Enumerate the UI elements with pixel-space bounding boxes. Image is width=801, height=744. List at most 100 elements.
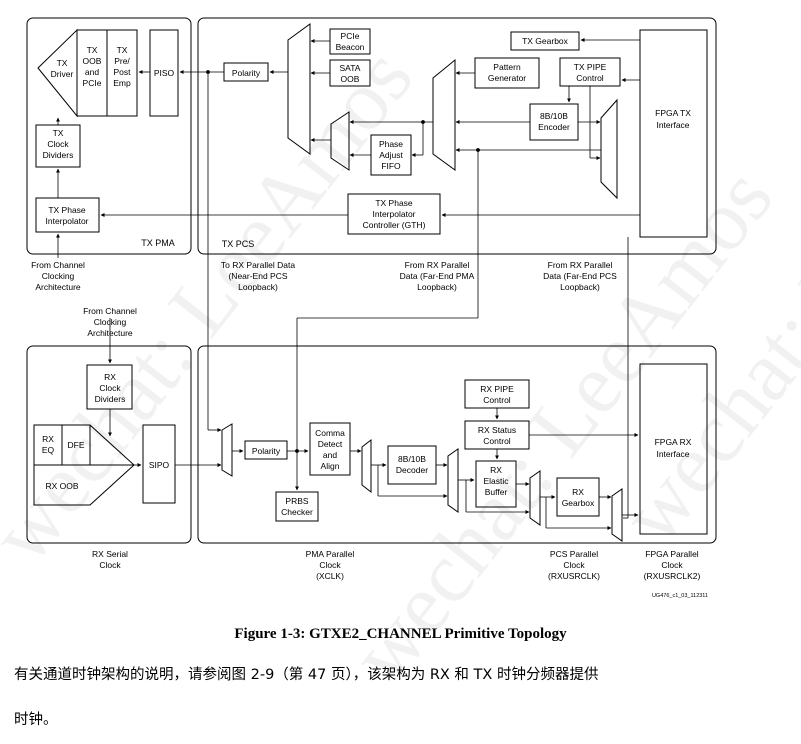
tx-phase-interpolator-block: [35, 197, 100, 233]
label-line: Interpolator: [373, 209, 416, 219]
label-line: EQ: [42, 445, 55, 455]
label-line: From RX Parallel: [548, 260, 613, 270]
label-line: Checker: [281, 507, 313, 517]
fpga-tx-interface-block: [639, 29, 708, 238]
label-line: Clock: [319, 560, 341, 570]
piso-block: [149, 29, 179, 117]
rx-pma-region: [26, 345, 192, 544]
label-line: Clock: [99, 383, 121, 393]
label-line: (Near-End PCS: [228, 271, 287, 281]
label-line: and: [85, 67, 99, 77]
label-line: From Channel: [83, 306, 137, 316]
label-line: Interface: [656, 449, 689, 459]
tx-gearbox-label: TX Gearbox: [522, 36, 569, 46]
label-line: PCIe: [83, 78, 102, 88]
label-line: Dividers: [95, 394, 126, 404]
label-line: SATA: [340, 63, 361, 73]
label-line: FPGA TX: [655, 108, 691, 118]
fpga-rx-interface-label: FPGA RX Interface: [655, 437, 692, 459]
label-line: (RXUSRCLK): [548, 571, 600, 581]
label-line: Clock: [661, 560, 683, 570]
label-line: Interface: [656, 120, 689, 130]
prbs-checker-block: [275, 491, 319, 522]
label-line: PRBS: [285, 496, 308, 506]
label-line: Loopback): [560, 282, 600, 292]
paragraph-line-1: 有关通道时钟架构的说明，请参阅图 2-9（第 47 页），该架构为 RX 和 T…: [14, 667, 599, 683]
label-line: Control: [483, 395, 511, 405]
rx-eq-dfe-outline: [33, 424, 135, 506]
tx-polarity-label: Polarity: [232, 68, 261, 78]
rx-comma-mux: [361, 438, 372, 494]
rx-oob-label: RX OOB: [45, 481, 78, 491]
label-line: Post: [113, 67, 131, 77]
label-line: OOB: [341, 74, 360, 84]
label-line: and: [323, 450, 337, 460]
tx-fifo-mux: [330, 111, 350, 171]
tx-pcs-label: TX PCS: [222, 239, 255, 249]
label-line: Generator: [488, 73, 526, 83]
rx-gearbox-block: [556, 477, 600, 517]
label-line: TX Phase: [375, 198, 413, 208]
label-line: (RXUSRCLK2): [644, 571, 701, 581]
label-line: TX PIPE: [574, 62, 607, 72]
label-line: TX: [57, 58, 68, 68]
label-line: Dividers: [43, 150, 74, 160]
label-line: PCS Parallel: [550, 549, 598, 559]
label-line: Decoder: [396, 465, 428, 475]
label-line: TX: [117, 45, 128, 55]
label-line: FPGA RX: [655, 437, 692, 447]
label-line: Detect: [318, 439, 343, 449]
sipo-label: SIPO: [149, 460, 170, 470]
label-line: Comma: [315, 428, 345, 438]
figure-caption: Figure 1-3: GTXE2_CHANNEL Primitive Topo…: [234, 626, 567, 642]
label-line: OOB: [83, 56, 102, 66]
label-line: Driver: [51, 69, 74, 79]
connections: [56, 38, 640, 530]
label-line: TX: [53, 128, 64, 138]
label-line: Clock: [99, 560, 121, 570]
label-line: 8B/10B: [398, 454, 426, 464]
comma-detect-block: [309, 422, 351, 476]
label-line: TX Phase: [48, 205, 86, 215]
label-line: Pattern: [493, 62, 521, 72]
rx-output-mux: [611, 488, 623, 542]
tx-pma-region: [26, 17, 192, 255]
label-line: Encoder: [538, 122, 570, 132]
tx-main-mux: [432, 58, 456, 171]
label-line: Clocking: [94, 317, 127, 327]
tx-pma-label: TX PMA: [141, 238, 175, 248]
label-line: Clocking: [42, 271, 75, 281]
rx-pcs-region: [197, 345, 717, 544]
fpga-tx-interface-label: FPGA TX Interface: [655, 108, 691, 130]
label-line: Architecture: [35, 282, 81, 292]
label-line: Pre/: [114, 56, 130, 66]
label-line: PCIe: [341, 31, 360, 41]
label-line: 8B/10B: [540, 111, 568, 121]
label-line: Adjust: [379, 150, 403, 160]
sipo-block: [142, 424, 176, 504]
label-line: Control: [576, 73, 604, 83]
pcie-beacon-block: [329, 28, 371, 55]
label-line: Loopback): [417, 282, 457, 292]
dfe-label: DFE: [68, 440, 85, 450]
rx-decoder-mux: [447, 448, 459, 513]
